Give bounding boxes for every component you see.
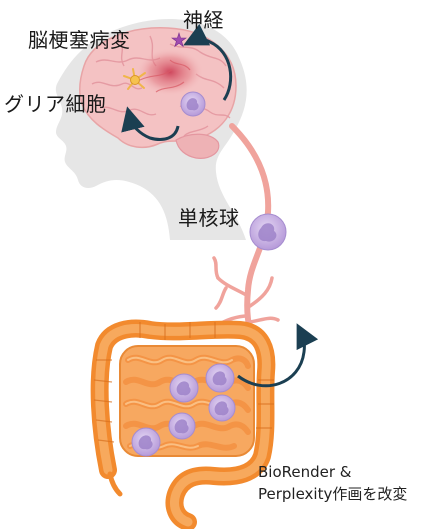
curved-arrow-icon (121, 106, 180, 141)
monocyte-label: 単核球 (178, 206, 240, 230)
glial-cell-icon (123, 68, 146, 90)
brain-vessels (139, 59, 191, 93)
cerebellum (175, 133, 220, 159)
credit-line-2: Perplexity作画を改変 (258, 485, 408, 503)
curved-arrow-icon (183, 23, 233, 101)
monocyte-cell-icon (180, 91, 206, 117)
stroke-lesion-label: 脳梗塞病変 (28, 28, 131, 52)
monocyte-cell-icon (131, 427, 161, 457)
monocyte-cell-icon (249, 213, 287, 251)
curved-arrow-icon (237, 323, 319, 388)
monocyte-cell-icon (208, 394, 236, 422)
credit-line-1: BioRender & (258, 463, 352, 481)
monocyte-cell-icon (205, 363, 235, 393)
monocyte-cell-icon (168, 412, 196, 440)
glial-cell-label: グリア細胞 (4, 92, 107, 116)
stroke-lesion-area (136, 48, 204, 96)
monocyte-cell-icon (169, 373, 199, 403)
neuron-label: 神経 (183, 8, 224, 32)
